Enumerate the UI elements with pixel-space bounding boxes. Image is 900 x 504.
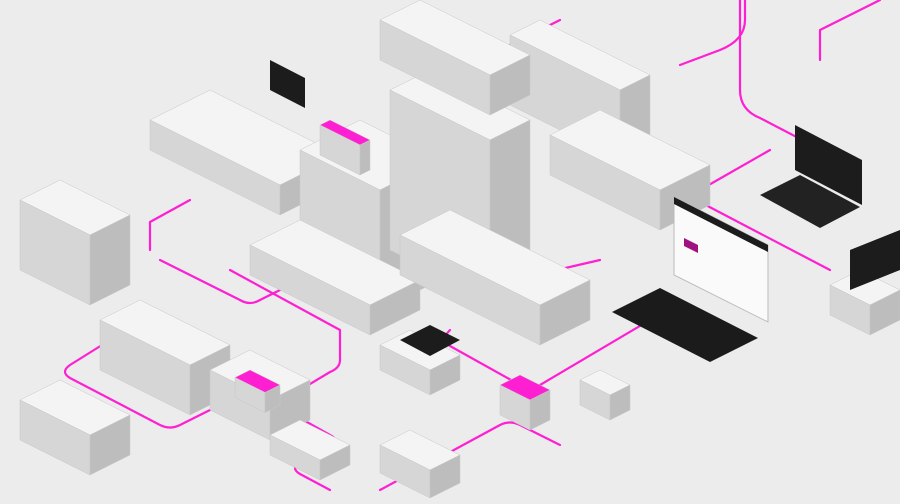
- magenta-sign: [319, 119, 371, 176]
- laptop-screen: [795, 125, 862, 205]
- line-top: [738, 0, 862, 172]
- robot-right: [579, 369, 631, 421]
- machine-screen: [270, 60, 305, 108]
- conveyor-center: [249, 219, 421, 336]
- monitor-screen: [673, 196, 769, 323]
- dock-right-face-right: [869, 289, 900, 336]
- magenta-sign-face-right: [359, 139, 371, 176]
- assembly-table: [399, 209, 591, 346]
- line-factory: [228, 268, 342, 392]
- robot-right-face-right: [609, 384, 631, 421]
- magenta-crate: [499, 374, 551, 431]
- server-rack-bottom: [379, 429, 461, 499]
- machines: [19, 0, 900, 499]
- line-right-edge: [818, 0, 882, 62]
- server-rack-bottom-face-right: [429, 454, 461, 499]
- workstation-top-center-face-right: [489, 54, 531, 116]
- line-arc: [678, 0, 747, 67]
- dock-right: [829, 269, 900, 336]
- line-left: [158, 258, 302, 305]
- generator-left: [19, 179, 131, 306]
- generator-left-face-right: [89, 214, 131, 306]
- tablet-screen: [400, 325, 460, 356]
- packing-table: [549, 109, 711, 231]
- sorter-bottom: [269, 419, 351, 481]
- devices: [270, 60, 900, 362]
- magenta-crate-face-right: [529, 389, 551, 431]
- laptop-keyboard: [760, 175, 860, 228]
- line-upper-left: [148, 198, 192, 252]
- trailer-bottom-left: [19, 379, 131, 476]
- monitor-header: [674, 197, 768, 252]
- magenta-pod: [234, 369, 281, 413]
- sorter-bottom-face-right: [319, 444, 351, 481]
- monitor-product: [684, 238, 698, 253]
- magenta-pod-face-right: [264, 384, 281, 413]
- line-truck: [63, 338, 252, 429]
- trailer-bottom-left-face-right: [89, 414, 131, 476]
- display-right: [850, 230, 900, 290]
- assembly-table-face-right: [539, 279, 591, 346]
- packing-table-face-right: [659, 164, 711, 231]
- tablet-stand-face-right: [429, 354, 461, 396]
- conveyor-center-face-right: [369, 279, 421, 336]
- keyboard: [612, 288, 758, 362]
- workstation-top-center: [379, 0, 531, 116]
